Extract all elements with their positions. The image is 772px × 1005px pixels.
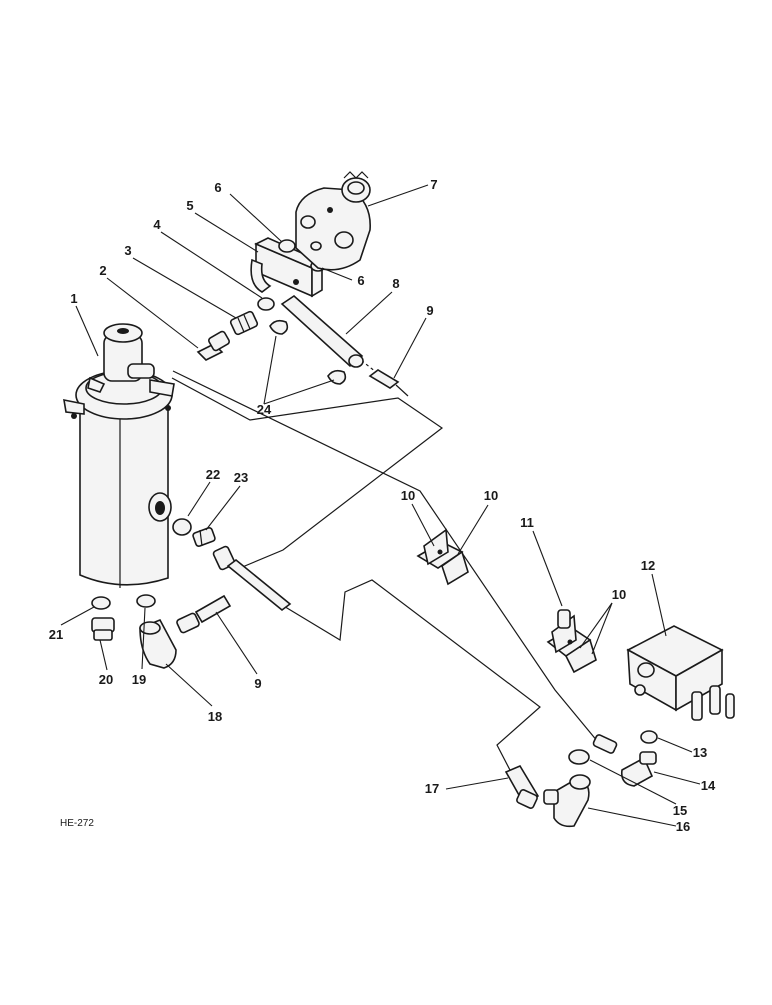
manifold-plate-5 (250, 237, 324, 298)
callout-21: 21 (49, 627, 63, 642)
o-ring-4 (257, 297, 275, 311)
callout-14: 14 (701, 778, 716, 793)
fitting-23 (192, 527, 216, 547)
bracket-10b (546, 614, 597, 674)
callout-4: 4 (153, 217, 161, 232)
clamp-24b (327, 369, 347, 385)
callout-10-left: 10 (401, 488, 415, 503)
filter-canister (63, 323, 175, 588)
callout-23: 23 (234, 470, 248, 485)
adapter-3 (229, 310, 259, 336)
callout-20: 20 (99, 672, 113, 687)
callout-9-lower: 9 (254, 676, 261, 691)
callout-labels: 1 2 3 4 5 6 6 7 8 9 24 10 10 11 10 12 22… (49, 177, 716, 834)
tube-8 (280, 294, 364, 368)
hydraulic-lines (171, 352, 599, 773)
o-ring-19 (136, 594, 156, 608)
callout-24: 24 (257, 402, 272, 417)
callout-18: 18 (208, 709, 222, 724)
control-valve-12 (626, 625, 735, 721)
callout-10-lower: 10 (612, 587, 626, 602)
fitting-small (592, 734, 618, 754)
callout-16: 16 (676, 819, 690, 834)
o-ring-15 (568, 749, 590, 765)
drawing-code: HE-272 (60, 818, 94, 829)
pin-11 (557, 609, 571, 629)
hydraulic-pump-7 (295, 171, 371, 271)
plug-20 (91, 617, 115, 641)
fitting-2 (196, 330, 230, 361)
callout-6-lower: 6 (357, 273, 364, 288)
callout-8: 8 (392, 276, 399, 291)
elbow-16 (543, 774, 591, 828)
callout-13: 13 (693, 745, 707, 760)
callout-9-upper: 9 (426, 303, 433, 318)
callout-10-right: 10 (484, 488, 498, 503)
callout-11: 11 (520, 515, 534, 530)
callout-19: 19 (132, 672, 146, 687)
leader-lines (60, 184, 701, 827)
callout-2: 2 (99, 263, 106, 278)
callout-7: 7 (430, 177, 437, 192)
sleeve-9 (368, 369, 400, 389)
o-ring-13 (640, 730, 658, 744)
clamp-24a (269, 319, 289, 335)
o-ring-6a (278, 239, 296, 253)
callout-6-upper: 6 (214, 180, 221, 195)
callout-22: 22 (206, 467, 220, 482)
callout-1: 1 (70, 291, 77, 306)
tube-9 (212, 545, 292, 612)
callout-12: 12 (641, 558, 655, 573)
o-ring-21 (91, 596, 111, 610)
callout-3: 3 (124, 243, 131, 258)
callout-5: 5 (186, 198, 193, 213)
o-ring-22 (172, 518, 192, 536)
fitting-17 (504, 764, 540, 809)
elbow-14 (620, 751, 657, 787)
bracket-10a (416, 528, 469, 586)
callout-15: 15 (673, 803, 687, 818)
callout-17: 17 (425, 781, 439, 796)
elbow-18 (139, 594, 232, 669)
